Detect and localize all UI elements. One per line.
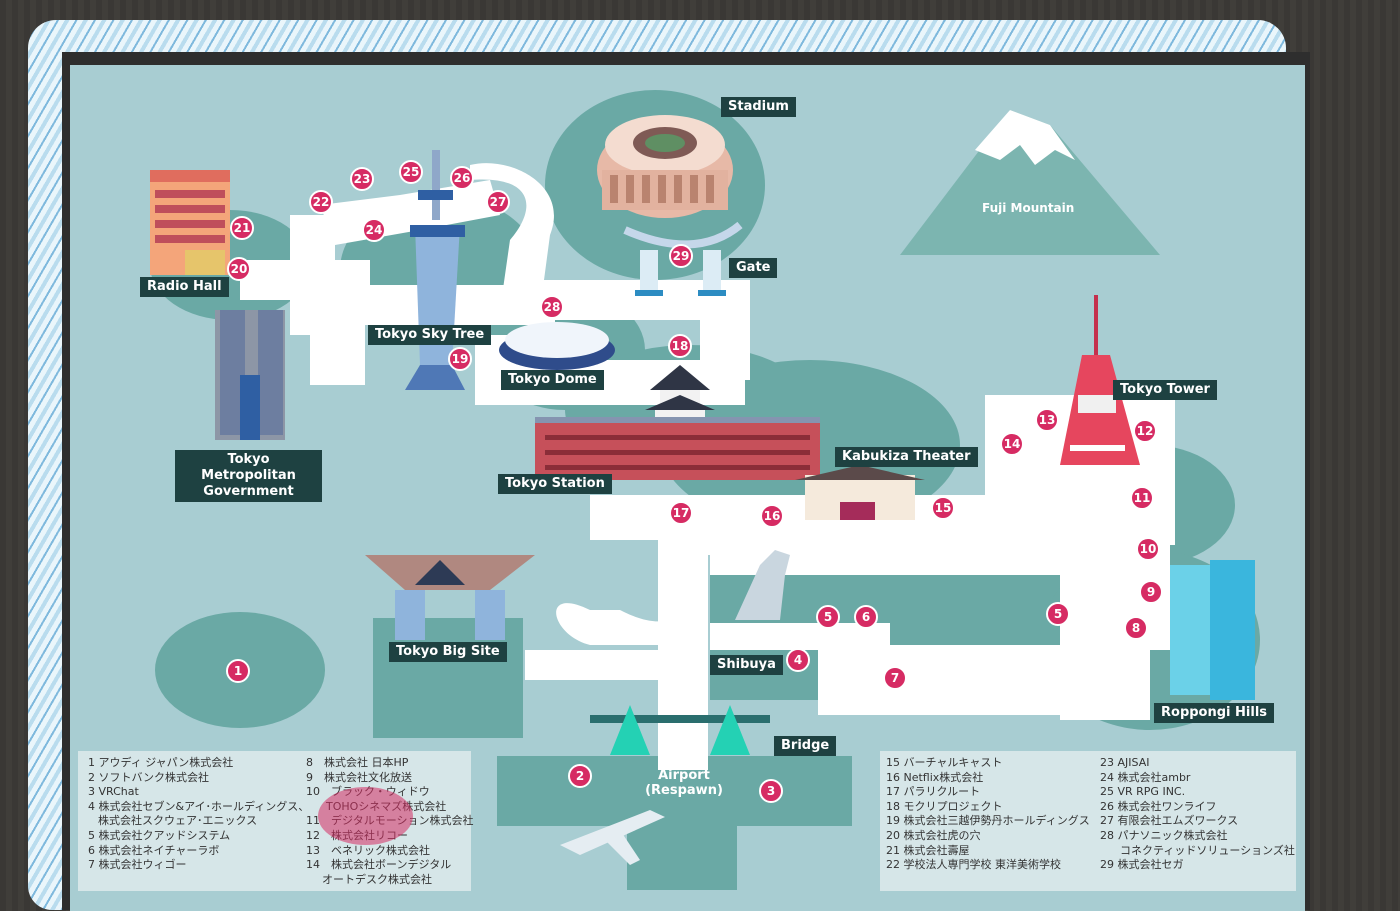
legend-right-col2: 23 AJISAI 24 株式会社ambr 25 VR RPG INC. 26 … [1100,756,1295,873]
pin-9[interactable]: 9 [1139,580,1163,604]
label-sky-tree: Tokyo Sky Tree [368,325,492,345]
pin-10[interactable]: 10 [1136,537,1160,561]
legend-item: 3 VRChat [88,785,139,799]
metro-gov-building [215,310,285,440]
legend-item: 株式会社スクウェア･エニックス [98,814,258,828]
legend-left-col1: 1 アウディ ジャパン株式会社 2 ソフトバンク株式会社 3 VRChat 4 … [88,756,309,873]
pin-29[interactable]: 29 [669,244,693,268]
legend-item: 19 株式会社三越伊勢丹ホールディングス [886,814,1090,828]
legend-item: 2 ソフトバンク株式会社 [88,770,210,784]
label-metro-gov: Tokyo Metropolitan Government [175,450,322,502]
legend-item: 16 Netflix株式会社 [886,770,984,784]
pin-6[interactable]: 6 [854,605,878,629]
pin-13[interactable]: 13 [1035,408,1059,432]
legend-item: 13 ベネリック株式会社 [306,843,430,857]
pin-1[interactable]: 1 [226,659,250,683]
kabukiza-illustration [795,465,925,520]
tokyo-dome-illustration [499,322,615,370]
map-artwork [150,90,1260,890]
pin-2[interactable]: 2 [568,764,592,788]
label-big-site: Tokyo Big Site [389,642,507,662]
label-tokyo-tower: Tokyo Tower [1113,380,1217,400]
pin-3[interactable]: 3 [759,779,783,803]
pin-7[interactable]: 7 [883,666,907,690]
legend-item: 17 パラリクルート [886,785,981,799]
label-fuji: Fuji Mountain [982,201,1075,215]
legend-item: 28 パナソニック株式会社 [1100,828,1228,842]
label-gate: Gate [729,258,778,278]
pin-5-roppongi[interactable]: 5 [1046,602,1070,626]
pin-21[interactable]: 21 [230,216,254,240]
legend-item: 23 AJISAI [1100,756,1150,769]
label-airport: Airport (Respawn) [645,768,723,798]
legend-item: 27 有限会社エムズワークス [1100,814,1239,828]
pin-27[interactable]: 27 [486,190,510,214]
pin-28[interactable]: 28 [540,295,564,319]
legend-item: 1 アウディ ジャパン株式会社 [88,756,234,769]
pin-25[interactable]: 25 [399,160,423,184]
label-roppongi: Roppongi Hills [1154,703,1275,723]
legend-item: 24 株式会社ambr [1100,770,1191,784]
tokyo-station-illustration [535,365,820,480]
legend-item: 25 VR RPG INC. [1100,785,1186,799]
pin-5[interactable]: 5 [816,605,840,629]
pin-24[interactable]: 24 [362,218,386,242]
legend-item: 26 株式会社ワンライフ [1100,799,1217,813]
bridge-illustration [590,705,770,755]
plane-illustration [560,810,665,865]
pin-11[interactable]: 11 [1130,486,1154,510]
legend-highlight-stamp [318,787,413,845]
pin-23[interactable]: 23 [350,167,374,191]
pin-8[interactable]: 8 [1124,616,1148,640]
legend-item: 20 株式会社虎の穴 [886,828,981,842]
legend-item: 29 株式会社セガ [1100,858,1184,872]
legend-item: 15 バーチャルキャスト [886,756,1003,769]
pin-19[interactable]: 19 [448,347,472,371]
pin-22[interactable]: 22 [309,190,333,214]
stadium-illustration [597,115,733,218]
legend-right: 15 バーチャルキャスト 16 Netflix株式会社 17 パラリクルート 1… [880,751,1296,891]
gate-illustration [623,221,743,296]
legend-item: コネクティッドソリューションズ社 [1120,843,1295,857]
pin-26[interactable]: 26 [450,166,474,190]
label-bridge: Bridge [774,736,837,756]
label-stadium: Stadium [721,97,796,117]
pin-16[interactable]: 16 [760,504,784,528]
airport-area-2 [627,820,737,890]
pin-4[interactable]: 4 [786,648,810,672]
legend-item: 6 株式会社ネイチャーラボ [88,843,220,857]
tokyo-tower-illustration [1060,295,1140,465]
legend-item: 14 株式会社ボーンデジタル [306,858,452,872]
legend-item: 9 株式会社文化放送 [306,770,412,784]
label-tokyo-dome: Tokyo Dome [501,370,604,390]
label-tokyo-station: Tokyo Station [498,474,612,494]
hachiko-statue [735,550,790,620]
legend-item: 21 株式会社壽屋 [886,843,970,857]
legend-item: 22 学校法人専門学校 東洋美術学校 [886,858,1061,872]
legend-right-col1: 15 バーチャルキャスト 16 Netflix株式会社 17 パラリクルート 1… [886,756,1090,873]
big-site-illustration [365,555,535,640]
venue-map: Stadium Gate Fuji Mountain Radio Hall To… [70,65,1305,911]
radio-hall-building [150,170,230,275]
legend-item: 5 株式会社クアッドシステム [88,828,231,842]
pin-12[interactable]: 12 [1133,419,1157,443]
fuji-illustration [900,110,1160,255]
legend-item: 7 株式会社ウィゴー [88,858,187,872]
legend-item: オートデスク株式会社 [322,872,432,886]
pin-18[interactable]: 18 [668,334,692,358]
legend-left: 1 アウディ ジャパン株式会社 2 ソフトバンク株式会社 3 VRChat 4 … [78,751,474,891]
pin-20[interactable]: 20 [227,257,251,281]
roppongi-building [1170,560,1255,700]
legend-item: 4 株式会社セブン&アイ･ホールディングス、 [88,799,310,813]
label-shibuya: Shibuya [710,655,783,675]
legend-item: 8 株式会社 日本HP [306,756,409,769]
legend-item: 18 モクリプロジェクト [886,799,1003,813]
label-kabukiza: Kabukiza Theater [835,447,978,467]
label-radio-hall: Radio Hall [140,277,229,297]
pin-14[interactable]: 14 [1000,432,1024,456]
pin-17[interactable]: 17 [669,501,693,525]
pin-15[interactable]: 15 [931,496,955,520]
